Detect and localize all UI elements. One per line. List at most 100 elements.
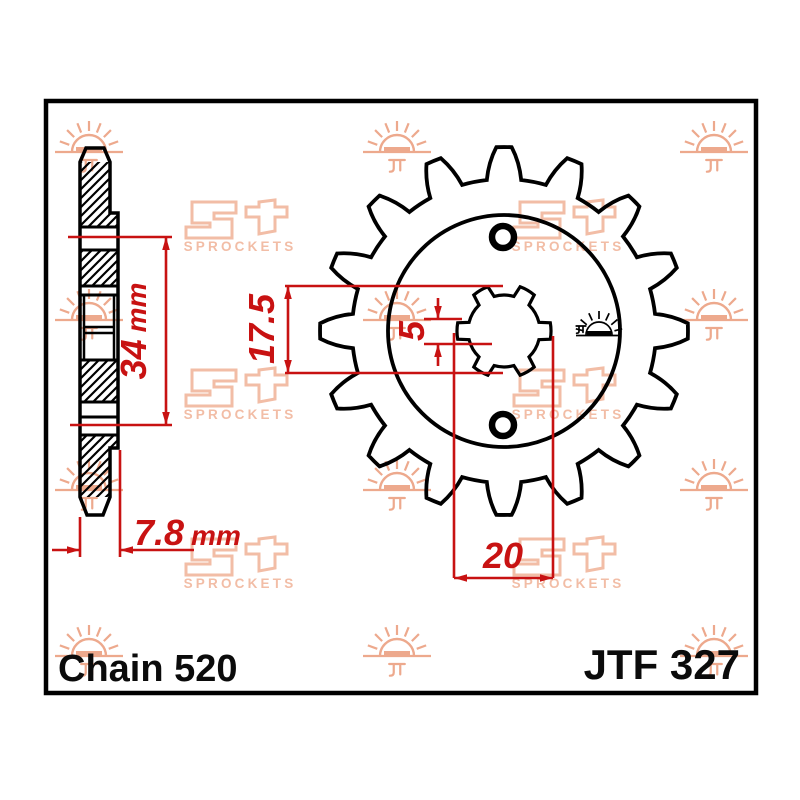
sun-ray xyxy=(403,290,410,301)
sun-ray xyxy=(59,644,70,650)
jt-logo-letter-j xyxy=(184,368,238,408)
sun-ray xyxy=(66,297,75,306)
sun-watermark-icon xyxy=(55,625,123,677)
sprockets-watermark-text: SPROCKETS xyxy=(184,239,297,254)
sun-ray xyxy=(384,122,391,133)
sun-base-bar xyxy=(701,147,727,152)
jt-logo-letter-t xyxy=(572,366,617,404)
arrow-7-8-right xyxy=(67,546,80,554)
sun-ray xyxy=(691,129,700,138)
sun-dome xyxy=(378,637,416,657)
sun-watermark-icon xyxy=(363,289,431,341)
sun-ray xyxy=(701,290,708,301)
sun-ray xyxy=(374,129,383,138)
logo-sun-dome xyxy=(585,321,613,336)
logo-sun-ray xyxy=(588,312,594,321)
jt-logo-letter-j xyxy=(184,537,238,577)
sun-ray xyxy=(59,478,70,484)
sun-ray xyxy=(403,626,410,637)
sun-watermark-icon xyxy=(680,459,748,511)
sprockets-watermark-text: SPROCKETS xyxy=(512,407,625,422)
jt-logo-letter-j xyxy=(512,200,566,240)
dimension-unit-34: mm xyxy=(121,283,152,333)
logo-sun-ray xyxy=(604,312,610,321)
sun-watermark-icon xyxy=(363,625,431,677)
arrow-20-right xyxy=(540,574,553,582)
jt-logo-letter-t xyxy=(244,198,289,236)
dimension-label-34mm: 34mm xyxy=(113,283,154,380)
dimension-label-20: 20 xyxy=(482,535,523,576)
jt-logo-letter-t xyxy=(244,366,289,404)
sun-ray xyxy=(691,467,700,476)
sun-watermark-icon xyxy=(363,459,431,511)
sun-ray xyxy=(411,467,420,476)
jt-sprockets-watermark-logo: SPROCKETS xyxy=(184,535,293,591)
sun-base-bar xyxy=(384,147,410,152)
sun-dome xyxy=(695,133,733,153)
sun-dome xyxy=(378,133,416,153)
sun-ray xyxy=(733,308,744,314)
logo-sun-ray xyxy=(614,327,623,332)
sun-base-bar xyxy=(384,485,410,490)
sun-ray xyxy=(701,626,708,637)
side-hatch-upper-hub xyxy=(80,250,118,286)
sun-base-bar xyxy=(76,651,102,656)
sun-ray xyxy=(374,633,383,642)
sun-ray xyxy=(701,122,708,133)
sun-ray xyxy=(416,308,427,314)
dimension-unit-7-8: mm xyxy=(191,520,241,551)
jt-mark-icon xyxy=(80,662,98,677)
jt-mark-icon xyxy=(388,326,406,341)
sun-ray xyxy=(66,129,75,138)
sun-watermark-icon xyxy=(363,121,431,173)
dimension-label-5: 5 xyxy=(391,320,432,341)
sun-ray xyxy=(416,644,427,650)
sun-ray xyxy=(95,122,102,133)
sun-ray xyxy=(728,297,737,306)
jt-mark-icon xyxy=(705,326,723,341)
sun-ray xyxy=(367,644,378,650)
sun-ray xyxy=(684,140,695,146)
sun-ray xyxy=(728,633,737,642)
part-number-label: JTF 327 xyxy=(584,641,740,688)
arrow-17-5-up xyxy=(284,286,292,299)
jt-sprockets-watermark-logo: SPROCKETS xyxy=(184,198,297,254)
sun-ray xyxy=(691,297,700,306)
sun-ray xyxy=(103,633,112,642)
jt-sprockets-watermark-logo: SPROCKETS xyxy=(512,535,625,591)
jt-mark-icon xyxy=(705,496,723,511)
jt-mark-icon xyxy=(705,158,723,173)
sprocket-side-view xyxy=(78,146,120,517)
sun-watermark-icon xyxy=(680,289,748,341)
side-bore-section xyxy=(82,295,116,360)
sun-dome xyxy=(70,637,108,657)
side-view-profile xyxy=(78,146,120,517)
sun-ray xyxy=(76,626,83,637)
sun-watermark-icon xyxy=(680,121,748,173)
sun-ray xyxy=(66,633,75,642)
jt-logo-letter-j xyxy=(512,537,566,577)
splined-bore-outline xyxy=(455,284,553,378)
logo-jt-mark xyxy=(575,325,587,335)
sun-ray xyxy=(59,140,70,146)
arrow-7-8-left xyxy=(120,546,133,554)
jt-mark-icon xyxy=(388,496,406,511)
sun-ray xyxy=(103,129,112,138)
dimension-label-17-5: 17.5 xyxy=(241,293,282,364)
sun-dome xyxy=(70,133,108,153)
sun-ray xyxy=(411,297,420,306)
hub-circle xyxy=(386,213,622,449)
sun-watermark-icon xyxy=(680,625,748,677)
sun-base-bar xyxy=(384,651,410,656)
sprockets-watermark-text: SPROCKETS xyxy=(184,407,297,422)
sun-ray xyxy=(411,129,420,138)
sprockets-watermark-text: SPROCKETS xyxy=(512,576,625,591)
sun-ray xyxy=(374,297,383,306)
sun-ray xyxy=(733,644,744,650)
sun-ray xyxy=(95,626,102,637)
sun-base-bar xyxy=(701,485,727,490)
arrow-34-up xyxy=(162,237,170,250)
sun-base-bar xyxy=(76,315,102,320)
